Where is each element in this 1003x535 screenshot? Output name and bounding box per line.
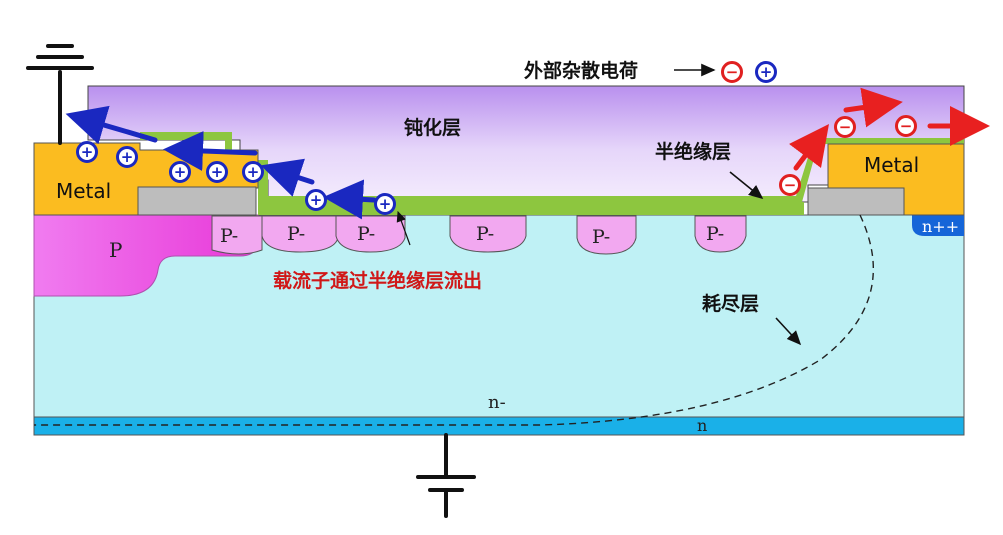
semi-insulating-label: 半绝缘层 [655, 140, 731, 163]
p-minus-label-4: P- [476, 223, 494, 245]
p-minus-label-6: P- [706, 223, 724, 245]
svg-text:−: − [726, 63, 739, 81]
depletion-label: 耗尽层 [702, 293, 759, 315]
metal-right-label: Metal [864, 153, 919, 177]
negative-charge: − [779, 174, 801, 196]
n-plus-region [912, 215, 964, 236]
carrier-text-pointer [396, 210, 411, 246]
svg-text:−: − [839, 118, 852, 136]
metal-left-label: Metal [56, 179, 111, 203]
svg-text:+: + [379, 195, 392, 213]
depletion-boundary [34, 214, 874, 426]
svg-text:+: + [81, 143, 94, 161]
carrier-flow-label: 载流子通过半绝缘层流出 [273, 269, 482, 292]
passivation-label: 钝化层 [404, 116, 461, 139]
svg-text:+: + [247, 163, 260, 181]
positive-charge: + [374, 193, 396, 215]
semi-insulating-strip [258, 202, 804, 215]
n-layer-label: n [697, 416, 707, 435]
ground-symbol-bottom [416, 433, 476, 518]
negative-charge-legend: − [721, 61, 743, 83]
semi-insulating-layer [140, 132, 964, 202]
p-minus-label-2: P- [287, 223, 305, 245]
negative-carrier-arrows [789, 87, 990, 171]
p-minus-region-5 [576, 215, 637, 255]
p-minus-label-5: P- [592, 226, 610, 248]
p-minus-label-1: P- [220, 225, 238, 247]
p-minus-region-1 [211, 215, 263, 255]
negative-charge: − [834, 116, 856, 138]
external-charge-label: 外部杂散电荷 [524, 59, 638, 82]
positive-charge: + [76, 141, 98, 163]
oxide-left [137, 186, 257, 216]
svg-text:+: + [310, 191, 323, 209]
n-layer [33, 416, 965, 436]
svg-text:+: + [174, 163, 187, 181]
positive-charge: + [169, 161, 191, 183]
positive-charge: + [206, 161, 228, 183]
svg-text:−: − [784, 176, 797, 194]
positive-charge: + [305, 189, 327, 211]
semi-insulating-pointer [729, 171, 764, 200]
oxide-right [807, 187, 905, 216]
negative-charge: − [895, 115, 917, 137]
svg-text:−: − [900, 117, 913, 135]
svg-text:+: + [211, 163, 224, 181]
p-minus-label-3: P- [357, 223, 375, 245]
positive-charge: + [242, 161, 264, 183]
negative-charges: − − − − [721, 61, 917, 196]
depletion-pointer [775, 317, 802, 346]
positive-carrier-arrows [65, 105, 377, 220]
p-minus-region-2 [261, 215, 339, 253]
p-minus-region-3 [335, 215, 406, 253]
n-plus-label: n++ [922, 217, 959, 236]
positive-charge-legend: + [755, 61, 777, 83]
svg-text:+: + [121, 148, 134, 166]
p-minus-region-4 [449, 215, 527, 253]
n-minus-label: n- [488, 392, 506, 413]
svg-text:+: + [760, 63, 773, 81]
p-minus-region-6 [694, 215, 747, 253]
ground-symbol-top [26, 44, 94, 145]
positive-charges: + + + + + + + + [76, 61, 777, 215]
p-main-label: P [109, 238, 122, 262]
positive-charge: + [116, 146, 138, 168]
